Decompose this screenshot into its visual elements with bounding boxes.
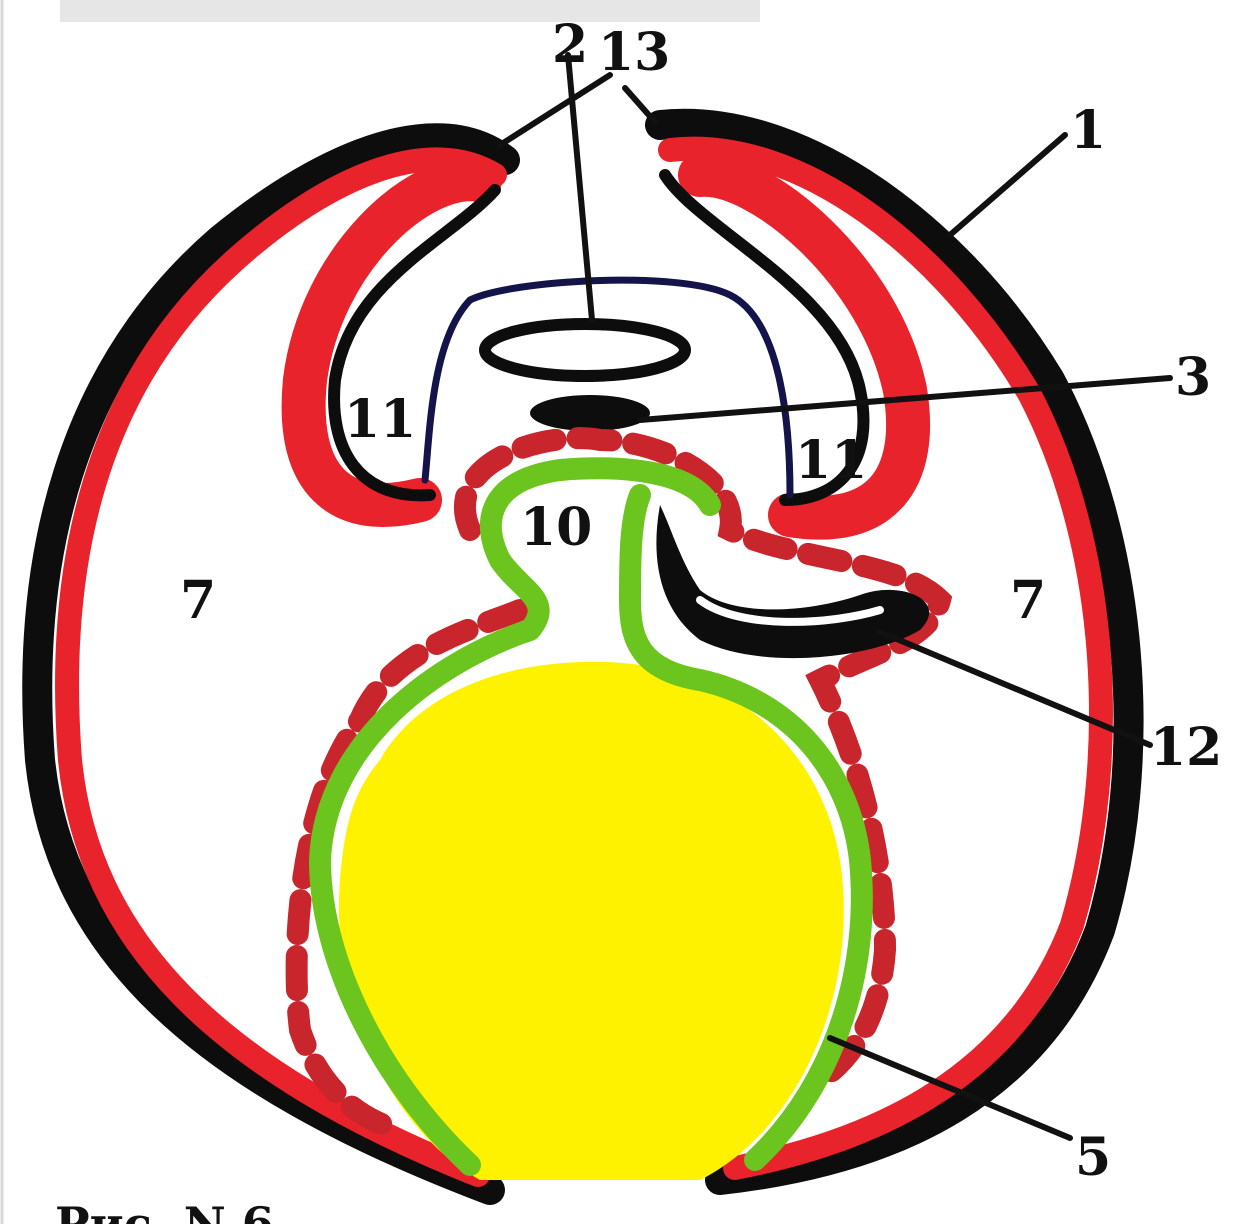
label-10: 10 — [520, 497, 592, 558]
label-7-right: 7 — [1010, 570, 1046, 631]
label-11-right: 11 — [795, 430, 867, 491]
label-11-left: 11 — [344, 389, 416, 450]
label-12: 12 — [1150, 717, 1222, 778]
figure-caption: Рис. N 6 — [55, 1197, 274, 1224]
label-1: 1 — [1070, 100, 1106, 161]
label-7-left: 7 — [180, 570, 216, 631]
label-2: 2 — [552, 14, 588, 75]
label-13: 13 — [598, 22, 670, 83]
label-5: 5 — [1075, 1127, 1111, 1188]
neural-tube — [485, 324, 685, 376]
label-3: 3 — [1175, 347, 1211, 408]
cropped-header-text — [60, 0, 760, 22]
notochord — [530, 395, 650, 431]
